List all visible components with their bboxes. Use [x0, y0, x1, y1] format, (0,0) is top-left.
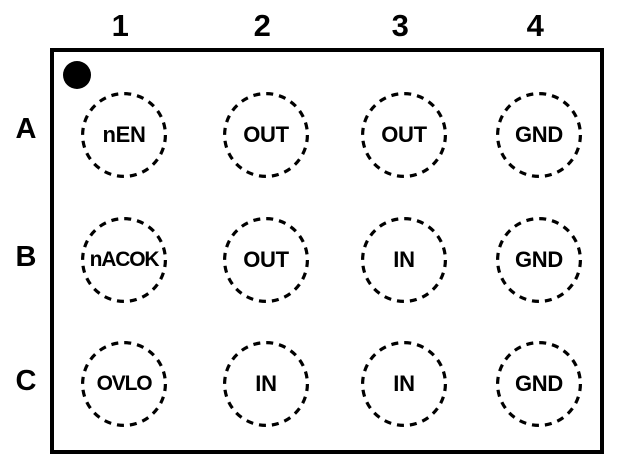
ball-label-b4: GND [514, 247, 564, 272]
ball-pad-a4[interactable]: GND [496, 92, 582, 178]
ball-label-a2: OUT [242, 122, 290, 147]
ball-pad-b3[interactable]: IN [361, 217, 447, 303]
ball-label-c3: IN [392, 371, 416, 396]
ball-pad-c1[interactable]: OVLO [81, 341, 167, 427]
ball-pad-c2[interactable]: IN [223, 341, 309, 427]
column-header-3: 3 [391, 8, 409, 43]
ball-label-a4: GND [514, 122, 564, 147]
ball-pad-b2[interactable]: OUT [223, 217, 309, 303]
ball-pad-c4[interactable]: GND [496, 341, 582, 427]
pin-1-indicator-dot [63, 61, 91, 89]
row-header-a: A [15, 113, 37, 145]
row-header-b: B [15, 241, 37, 273]
column-header-4: 4 [526, 8, 544, 43]
ball-label-a1: nEN [101, 122, 147, 147]
ball-label-c1: OVLO [95, 372, 153, 395]
ball-label-c2: IN [254, 371, 278, 396]
ball-pad-a3[interactable]: OUT [361, 92, 447, 178]
ball-label-b1: nACOK [88, 248, 160, 271]
column-header-2: 2 [253, 8, 271, 43]
ball-label-b3: IN [392, 247, 416, 272]
column-header-1: 1 [111, 8, 129, 43]
ball-pad-b1[interactable]: nACOK [81, 217, 167, 303]
ball-label-b2: OUT [242, 247, 290, 272]
ball-label-a3: OUT [380, 122, 428, 147]
ball-pad-b4[interactable]: GND [496, 217, 582, 303]
ball-label-c4: GND [514, 371, 564, 396]
ball-pad-a2[interactable]: OUT [223, 92, 309, 178]
ball-pad-a1[interactable]: nEN [81, 92, 167, 178]
package-outline: nEN OUT OUT GND nACOK OUT IN GND [50, 48, 604, 454]
row-header-c: C [15, 365, 37, 397]
ball-pad-c3[interactable]: IN [361, 341, 447, 427]
